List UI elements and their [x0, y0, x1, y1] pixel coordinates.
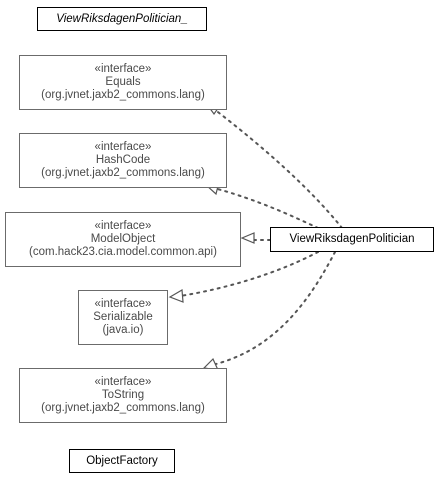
object-factory-class[interactable]: ObjectFactory: [69, 449, 175, 473]
serializable-arrowhead: [168, 289, 184, 303]
edge-serializable: [179, 251, 319, 297]
modelobject-package: (com.hack23.cia.model.common.api): [29, 246, 217, 258]
object-factory-label: ObjectFactory: [86, 454, 158, 467]
edge-equals: [213, 108, 343, 229]
serializable-name: Serializable: [93, 311, 153, 323]
modelobject-name: ModelObject: [90, 233, 156, 245]
serializable-package: (java.io): [102, 324, 144, 336]
hashcode-package: (org.jvnet.jaxb2_commons.lang): [41, 167, 205, 179]
tostring-interface[interactable]: «interface» ToString (org.jvnet.jaxb2_co…: [19, 368, 227, 423]
equals-name: Equals: [105, 76, 141, 88]
view-politician-meta-label: ViewRiksdagenPolitician_: [56, 12, 188, 25]
edge-hashcode: [213, 187, 319, 229]
modelobject-arrowhead: [240, 232, 255, 244]
equals-stereotype: «interface»: [94, 63, 152, 75]
view-politician-meta-class[interactable]: ViewRiksdagenPolitician_: [37, 7, 207, 31]
hashcode-stereotype: «interface»: [94, 141, 152, 153]
equals-package: (org.jvnet.jaxb2_commons.lang): [41, 89, 205, 101]
serializable-interface[interactable]: «interface» Serializable (java.io): [78, 290, 168, 345]
view-politician-class[interactable]: ViewRiksdagenPolitician: [270, 227, 434, 252]
modelobject-interface[interactable]: «interface» ModelObject (com.hack23.cia.…: [5, 212, 241, 267]
edge-tostring: [211, 251, 336, 366]
equals-interface[interactable]: «interface» Equals (org.jvnet.jaxb2_comm…: [19, 55, 227, 110]
tostring-package: (org.jvnet.jaxb2_commons.lang): [41, 402, 205, 414]
tostring-name: ToString: [101, 389, 145, 401]
hashcode-name: HashCode: [95, 154, 151, 166]
serializable-stereotype: «interface»: [94, 298, 152, 310]
hashcode-interface[interactable]: «interface» HashCode (org.jvnet.jaxb2_co…: [19, 133, 227, 188]
view-politician-label: ViewRiksdagenPolitician: [289, 233, 415, 245]
tostring-stereotype: «interface»: [94, 376, 152, 388]
modelobject-stereotype: «interface»: [94, 220, 152, 232]
